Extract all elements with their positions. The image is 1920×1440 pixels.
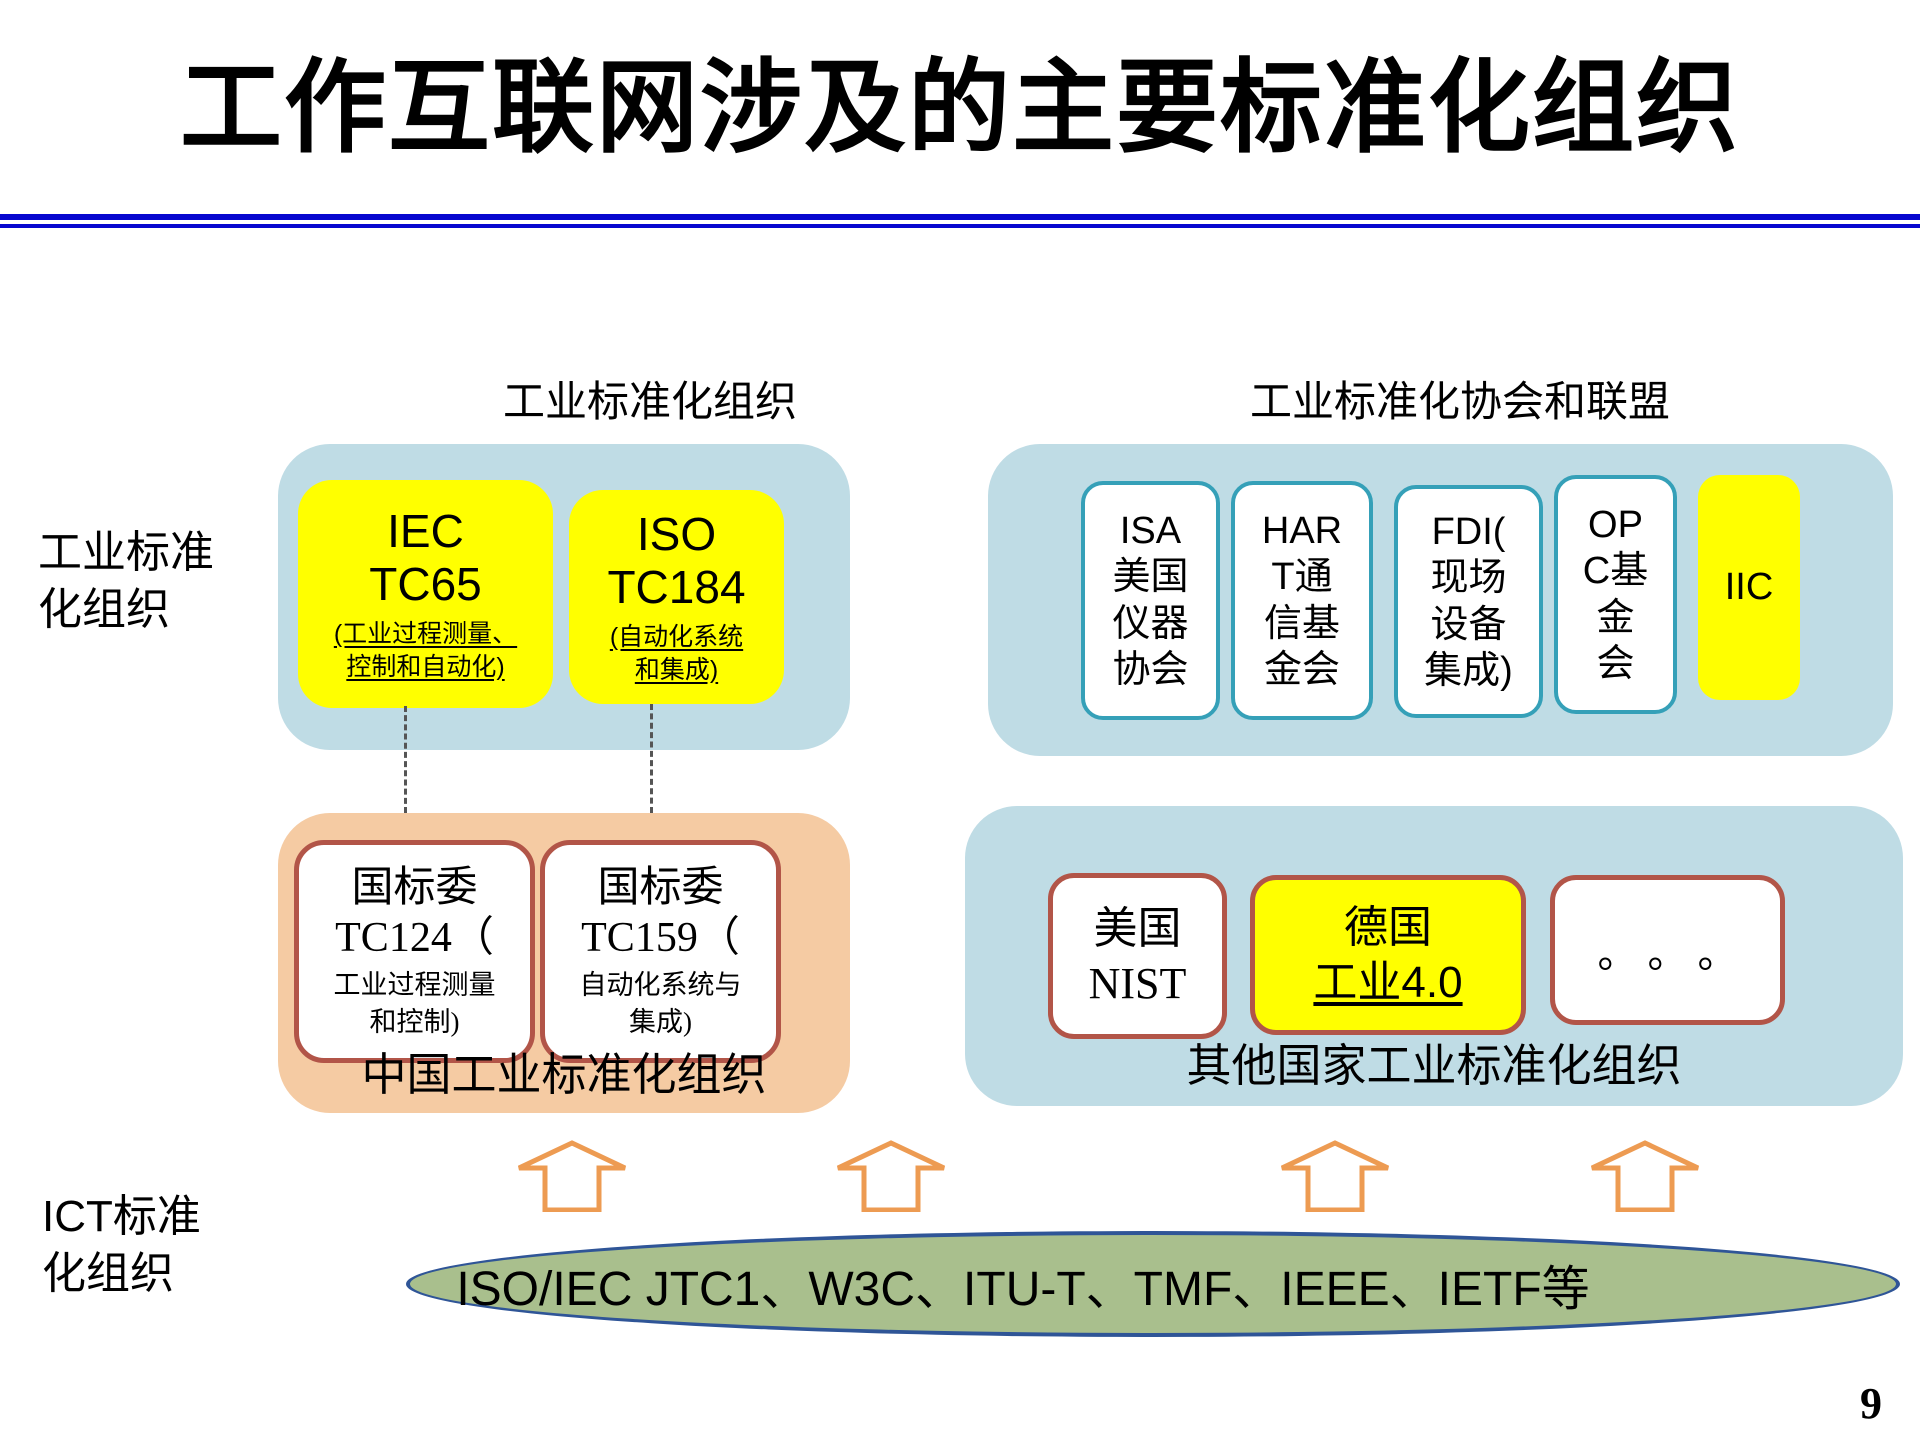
fdi-box: FDI( 现场 设备 集成)	[1394, 485, 1543, 718]
iso-tc184-title: ISO TC184	[607, 507, 746, 613]
other-panel-caption: 其他国家工业标准化组织	[1186, 1040, 1682, 1091]
hart-box: HAR T通 信基 金会	[1231, 481, 1373, 720]
connector-iec-tc124	[404, 706, 407, 813]
gbw-tc124-body: 工业过程测量 和控制)	[333, 970, 496, 1037]
divider-line-top	[0, 214, 1920, 220]
iso-tc184-box: ISO TC184 (自动化系统 和集成)	[569, 490, 784, 704]
other-national-panel: 美国 NIST 德国 工业4.0 。。。 其他国家工业标准化组织	[965, 806, 1903, 1106]
connector-iso-tc159	[650, 704, 653, 813]
germany-industry40-box: 德国 工业4.0	[1250, 875, 1526, 1035]
header-associations: 工业标准化协会和联盟	[1249, 378, 1670, 425]
iec-tc65-subtitle: (工业过程测量、 控制和自动化)	[333, 620, 518, 681]
gbw-tc159-box: 国标委 TC159（ 自动化系统与 集成)	[540, 840, 781, 1063]
iso-tc184-subtitle: (自动化系统 和集成)	[609, 623, 744, 684]
ict-orgs-list: ISO/IEC JTC1、W3C、ITU-T、TMF、IEEE、IETF等	[456, 1263, 1590, 1316]
up-arrow-icon	[1590, 1140, 1700, 1212]
gbw-tc124-title: 国标委 TC124（	[335, 864, 494, 962]
gbw-tc159-body: 自动化系统与 集成)	[579, 970, 742, 1037]
gbw-tc159-title: 国标委 TC159（	[581, 864, 740, 962]
gbw-tc124-box: 国标委 TC124（ 工业过程测量 和控制)	[294, 840, 535, 1063]
header-industrial-orgs: 工业标准化组织	[502, 378, 797, 425]
page-number: 9	[1860, 1379, 1882, 1428]
associations-panel: ISA 美国 仪器 协会 HAR T通 信基 金会 FDI( 现场 设备 集成)…	[988, 444, 1893, 756]
germany-line2: 工业4.0	[1313, 958, 1463, 1007]
germany-line1: 德国	[1344, 903, 1432, 952]
title-divider	[0, 214, 1920, 228]
iec-tc65-box: IEC TC65 (工业过程测量、 控制和自动化)	[298, 480, 553, 708]
up-arrow-icon	[1280, 1140, 1390, 1212]
side-label-industrial-standards: 工业标准 化组织	[38, 528, 214, 635]
opc-foundation-box: OP C基 金 会	[1554, 475, 1677, 714]
side-label-ict-standards: ICT标准 化组织	[42, 1192, 201, 1299]
divider-line-bottom	[0, 224, 1920, 228]
ict-orgs-ellipse: ISO/IEC JTC1、W3C、ITU-T、TMF、IEEE、IETF等	[406, 1231, 1900, 1337]
iic-box: IIC	[1698, 475, 1800, 700]
page-title: 工作互联网涉及的主要标准化组织	[180, 51, 1740, 165]
up-arrow-icon	[517, 1140, 627, 1212]
usa-nist-box: 美国 NIST	[1048, 873, 1227, 1039]
china-panel-caption: 中国工业标准化组织	[361, 1049, 767, 1100]
iec-tc65-title: IEC TC65	[369, 504, 482, 610]
ellipsis-box: 。。。	[1550, 875, 1785, 1025]
isa-box: ISA 美国 仪器 协会	[1081, 481, 1220, 720]
intl-standards-panel: IEC TC65 (工业过程测量、 控制和自动化) ISO TC184 (自动化…	[278, 444, 850, 750]
china-standards-panel: 国标委 TC124（ 工业过程测量 和控制) 国标委 TC159（ 自动化系统与…	[278, 813, 850, 1113]
up-arrow-icon	[836, 1140, 946, 1212]
